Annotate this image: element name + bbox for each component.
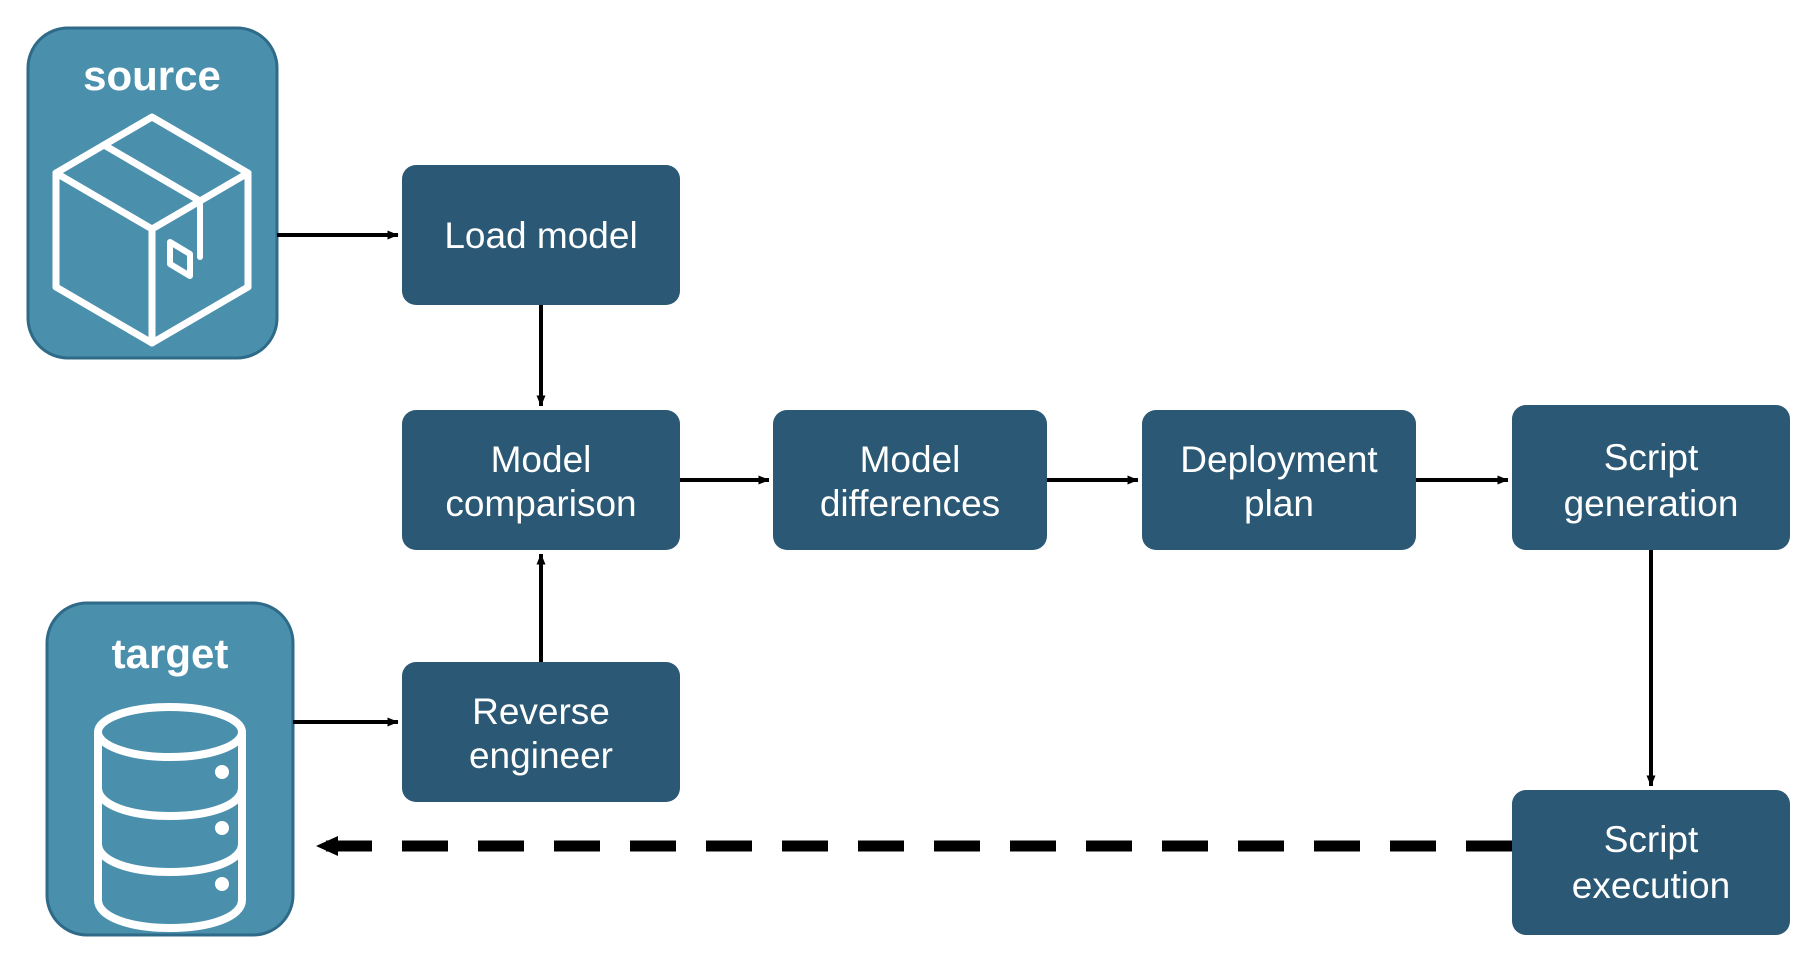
model-differences-box[interactable] [773, 410, 1047, 550]
reverse-engineer-label-line-1: Reverse [472, 691, 610, 732]
script-generation-label-line-2: generation [1564, 483, 1739, 524]
script-execution-box[interactable] [1512, 790, 1790, 935]
endpoint-source[interactable]: source [26, 26, 279, 360]
model-differences-label-line-2: differences [820, 483, 1000, 524]
script-execution-label-line-2: execution [1572, 865, 1730, 906]
target-label: target [112, 630, 229, 677]
model-differences-label-line-1: Model [860, 439, 961, 480]
script-generation-label-line-1: Script [1604, 437, 1699, 478]
endpoint-target[interactable]: target [45, 601, 295, 937]
package-box-icon [52, 113, 252, 347]
reverse-engineer-label-line-2: engineer [469, 735, 613, 776]
load-model-box[interactable] [402, 165, 680, 305]
process-model-differences[interactable]: Model differences [773, 410, 1047, 550]
process-load-model[interactable]: Load model [402, 165, 680, 305]
deployment-plan-label-line-1: Deployment [1180, 439, 1378, 480]
source-label: source [83, 52, 221, 99]
model-comparison-box[interactable] [402, 410, 680, 550]
process-model-comparison[interactable]: Model comparison [402, 410, 680, 550]
connectors-layer [277, 230, 1656, 856]
database-cylinder-icon [94, 703, 246, 933]
reverse-engineer-box[interactable] [402, 662, 680, 802]
target-box[interactable] [45, 601, 295, 937]
process-script-execution[interactable]: Script execution [1512, 790, 1790, 935]
model-comparison-label-line-2: comparison [445, 483, 636, 524]
process-reverse-engineer[interactable]: Reverse engineer [402, 662, 680, 802]
process-deployment-plan[interactable]: Deployment plan [1142, 410, 1416, 550]
script-generation-box[interactable] [1512, 405, 1790, 550]
source-box[interactable] [26, 26, 279, 360]
deployment-plan-label-line-2: plan [1244, 483, 1314, 524]
deployment-plan-box[interactable] [1142, 410, 1416, 550]
model-comparison-label-line-1: Model [491, 439, 592, 480]
load-model-label-line-1: Load model [444, 215, 637, 256]
process-script-generation[interactable]: Script generation [1512, 405, 1790, 550]
script-execution-label-line-1: Script [1604, 819, 1699, 860]
